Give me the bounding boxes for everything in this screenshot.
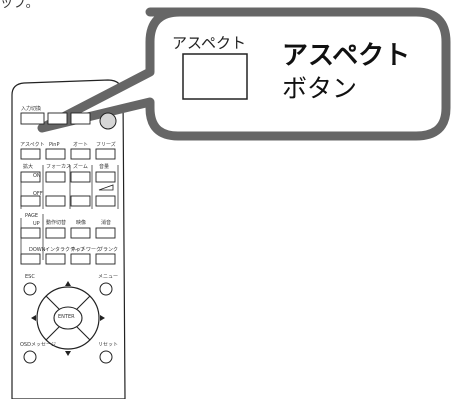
remote-button-r1-2[interactable] [47,112,68,125]
remote-button-page-up[interactable] [20,227,41,239]
remote-label-my-button: 動作切替 [46,220,67,226]
aspect-button-icon [182,53,248,100]
remote-label-network: ネットワーク [71,247,102,253]
remote-button-r1-3[interactable] [70,112,91,125]
remote-button-zoom-off[interactable] [20,195,41,207]
remote-label-menu: メニュー [98,274,119,280]
remote-label-freeze: フリーズ [96,142,116,148]
remote-button-auto[interactable] [70,148,91,160]
remote-button-volume-plus[interactable] [95,171,116,183]
remote-button-video[interactable] [70,227,91,239]
remote-button-menu[interactable] [99,282,113,296]
remote-label-zoom: ズーム [73,164,88,170]
dpad-divider [45,295,91,341]
remote-label-volume: 音量 [99,164,110,170]
remote-button-aspect[interactable] [20,148,41,160]
remote-label-focus: フォーカス [46,164,72,170]
remote-label-interactive: インタラクティブ [45,247,85,253]
arrow-right-icon[interactable] [100,315,105,321]
remote-label-aspect: アスペクト [20,142,45,148]
arrow-down-icon[interactable] [65,351,71,356]
remote-label-input: 入力切換 [21,106,42,112]
remote-button-interactive[interactable] [45,253,66,265]
remote-label-esc: ESC [25,274,35,280]
remote-label-pinp: PinP [49,142,60,148]
remote-label-video: 映像 [76,220,87,226]
remote-button-blank[interactable] [95,253,116,265]
remote-button-reset[interactable] [99,350,113,364]
remote-label-enter: ENTER [58,314,75,320]
remote-button-zoom-minus[interactable] [70,195,91,207]
remote-row3-frame [20,165,119,209]
remote-label-reset: リセット [98,342,119,348]
remote-button-input[interactable] [20,112,45,125]
enter-button[interactable] [53,306,83,330]
remote-label-zoom-group: 拡大 [23,164,34,170]
callout-button-label: アスペクト [172,34,246,52]
remote-button-mute[interactable] [95,227,116,239]
remote-button-volume-minus[interactable] [95,195,116,207]
remote-button-my-button[interactable] [45,227,66,239]
page-bracket [20,214,44,260]
volume-ramp-icon [98,184,114,191]
remote-button-zoom-plus[interactable] [70,171,91,183]
remote-button-focus-minus[interactable] [45,195,66,207]
remote-label-page: PAGE [25,213,39,219]
callout-subtitle: ボタン [282,74,358,103]
arrow-left-icon[interactable] [31,315,36,321]
arrow-up-icon[interactable] [65,281,71,286]
remote-label-blank: ブランク [98,247,119,253]
remote-button-network[interactable] [70,253,91,265]
remote-button-osd[interactable] [23,350,37,364]
remote-button-page-down[interactable] [20,253,41,265]
remote-label-off: OFF [33,191,43,197]
power-button[interactable] [99,112,117,130]
remote-button-freeze[interactable] [95,148,116,160]
remote-label-osd: OSDメッセージ [20,342,56,348]
remote-button-zoom-on[interactable] [20,171,41,183]
remote-label-down: DOWN [29,247,46,253]
remote-label-up: UP [33,221,40,227]
remote-button-focus-plus[interactable] [45,171,66,183]
remote-label-on: ON [33,173,41,179]
remote-button-pinp[interactable] [45,148,66,160]
remote-label-mute: 消音 [101,220,112,226]
remote-button-esc[interactable] [23,282,37,296]
remote-label-auto: オート [73,142,89,148]
page-top-text: ップ。 [0,0,39,11]
callout-title: アスペクト [282,41,411,71]
